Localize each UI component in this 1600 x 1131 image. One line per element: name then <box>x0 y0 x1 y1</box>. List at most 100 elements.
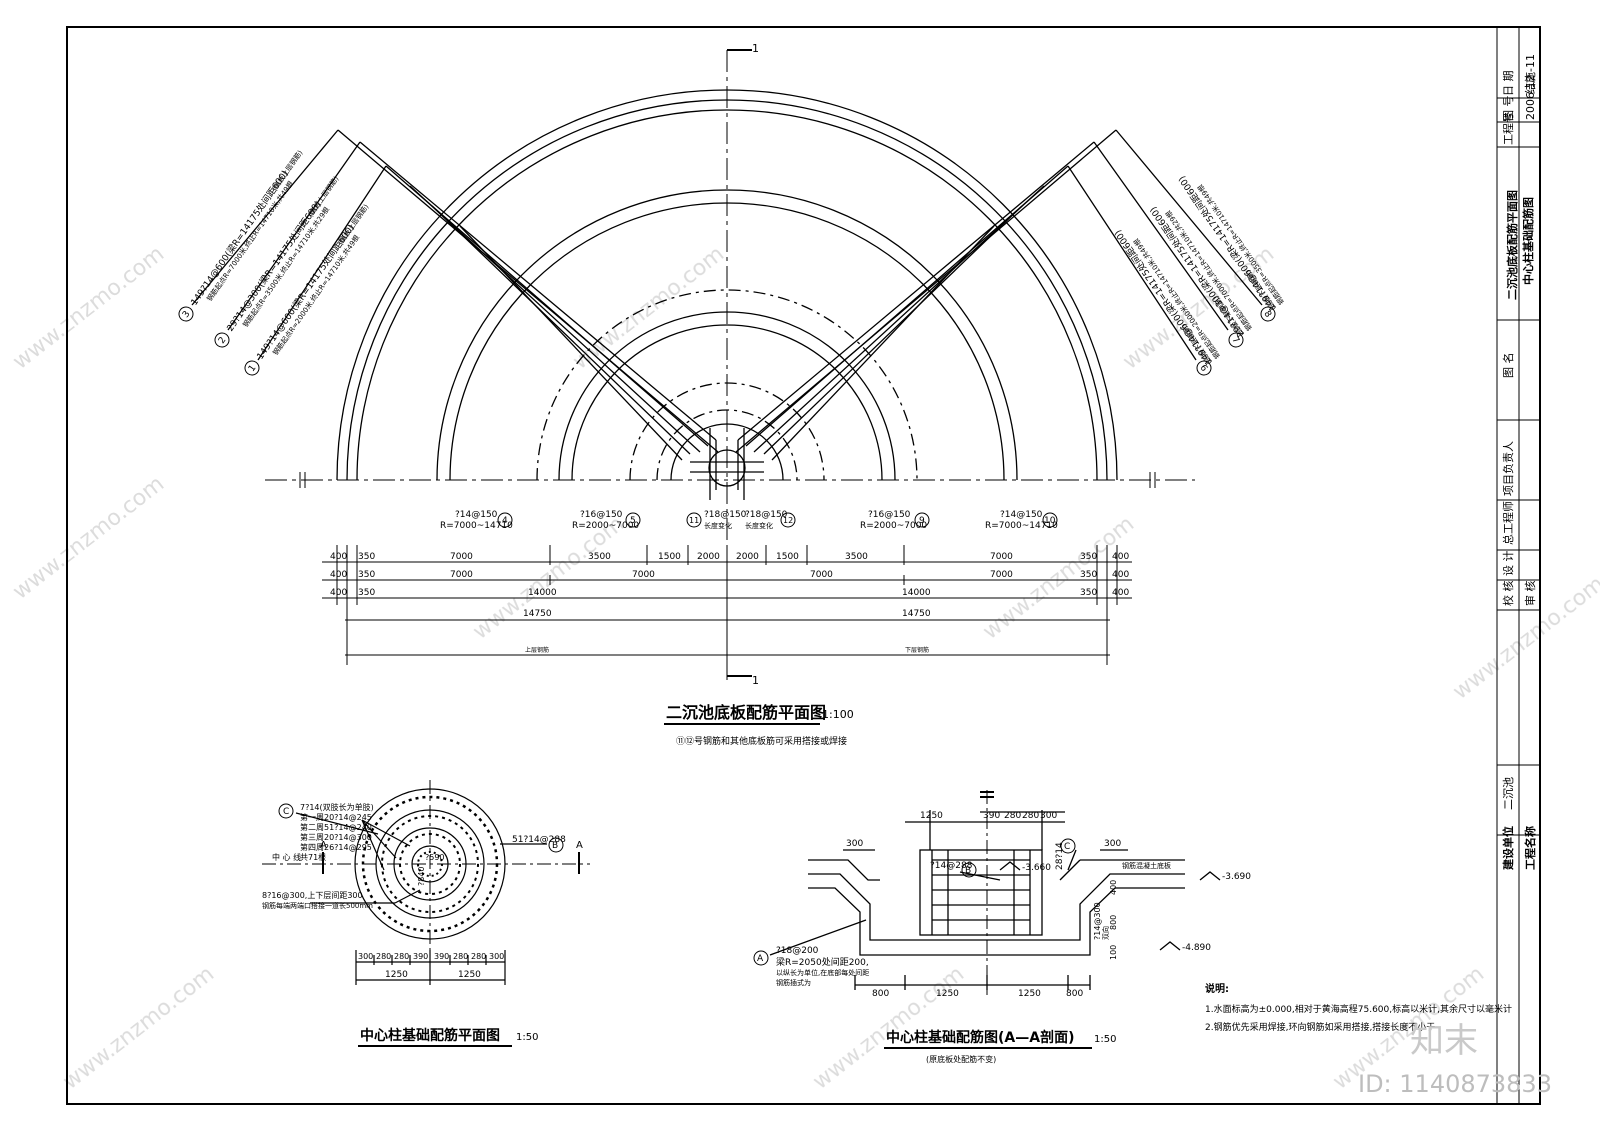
column-plan-text: C 7?14(双肢长为单肢) 第一周20?14@245 第二周51?14@240… <box>262 802 583 980</box>
project-name-value: 二沉池 <box>1502 777 1515 810</box>
svg-text:280: 280 <box>453 952 468 961</box>
svg-text:钢筋混凝土底板: 钢筋混凝土底板 <box>1122 861 1171 870</box>
watermark-text: www.znzmo.com <box>8 241 169 374</box>
title-block <box>1496 27 1540 1104</box>
svg-text:7000: 7000 <box>450 552 473 562</box>
callout-sub: 钢筋起点R=7000米,终止R=14710米,共49根 <box>205 179 295 303</box>
callout-text: 29?14@300(梁R=14175处间距600) <box>224 199 324 334</box>
drawing-no-label: 图 号 <box>1502 96 1515 122</box>
svg-text:400: 400 <box>1112 552 1129 562</box>
ring-label-10: ?14@150 R=7000~14710 10 <box>985 510 1058 531</box>
svg-text:300: 300 <box>489 952 504 961</box>
svg-text:7000: 7000 <box>990 570 1013 580</box>
svg-text:350: 350 <box>1080 570 1097 580</box>
date-label: 日 期 <box>1502 71 1515 97</box>
svg-text:400: 400 <box>1112 588 1129 598</box>
svg-text:350: 350 <box>1080 588 1097 598</box>
svg-text:-3.660: -3.660 <box>1022 863 1051 873</box>
svg-text:300: 300 <box>1040 811 1057 821</box>
c-line: 第四周26?14@295 <box>300 842 372 852</box>
drawing-no-value: 结施-11 <box>1524 54 1537 94</box>
project-no-label: 工程号 <box>1502 112 1515 145</box>
svg-text:1250: 1250 <box>458 970 481 980</box>
svg-text:3500: 3500 <box>845 552 868 562</box>
svg-text:B: B <box>965 866 971 876</box>
ring-label-11: 11 ?18@150 长度变化 <box>686 510 747 530</box>
svg-text:800: 800 <box>872 989 889 999</box>
callout-number: 7 <box>1229 335 1240 345</box>
svg-text:1250: 1250 <box>385 970 408 980</box>
inner-dim: ?590 <box>425 853 445 862</box>
svg-text:?14@300: ?14@300 <box>1093 902 1102 940</box>
watermark-text: www.znzmo.com <box>58 961 219 1094</box>
main-dimensions <box>322 545 1132 665</box>
svg-text:1250: 1250 <box>936 989 959 999</box>
callout-number: 1 <box>247 363 258 373</box>
section-mark-top: 1 <box>752 42 759 55</box>
c-line: 第二周51?14@240 <box>300 822 372 832</box>
project-manager-label: 项目负责人 <box>1501 441 1515 496</box>
svg-text:?18@150: ?18@150 <box>745 510 788 520</box>
svg-text:100: 100 <box>1109 945 1118 960</box>
review-label: 审 核 <box>1523 581 1537 607</box>
svg-text:390: 390 <box>413 952 428 961</box>
column-plan-scale: 1:50 <box>516 1032 538 1043</box>
svg-text:400: 400 <box>330 552 347 562</box>
drawing-name-1: 二沉池底板配筋平面图 <box>1505 190 1519 300</box>
svg-text:R=2000~7000: R=2000~7000 <box>860 521 927 531</box>
svg-text:?14@150: ?14@150 <box>1000 510 1043 520</box>
watermark-text: www.znzmo.com <box>808 961 969 1094</box>
notes-heading: 说明: <box>1205 982 1229 995</box>
column-section-scale: 1:50 <box>1094 1034 1116 1045</box>
svg-text:350: 350 <box>1080 552 1097 562</box>
svg-text:2000: 2000 <box>736 552 759 562</box>
ring-labels: ?14@150 R=7000~14710 4 ?16@150 R=2000~70… <box>440 510 1058 531</box>
svg-text:长度变化: 长度变化 <box>745 521 773 530</box>
date-value: 2006.12 <box>1524 75 1537 121</box>
svg-text:-3.690: -3.690 <box>1222 872 1251 882</box>
column-section <box>769 790 1221 995</box>
svg-text:400: 400 <box>1112 570 1129 580</box>
ring-label-5: ?16@150 R=2000~7000 5 <box>572 510 641 531</box>
watermark-text: www.znzmo.com <box>568 241 729 374</box>
main-plan-note: ⑪⑫号钢筋和其他底板筋可采用搭接或焊接 <box>676 735 847 747</box>
svg-text:C: C <box>1064 842 1070 852</box>
c-line: 7?14(双肢长为单肢) <box>300 802 374 812</box>
svg-text:7000: 7000 <box>990 552 1013 562</box>
watermark-text: www.znzmo.com <box>468 511 629 644</box>
svg-text:400: 400 <box>330 588 347 598</box>
drawing-name-label: 图 名 <box>1501 353 1515 379</box>
note-2: 钢筋每端两端口搭接一道长500mm <box>262 901 373 910</box>
svg-text:3500: 3500 <box>588 552 611 562</box>
svg-text:1500: 1500 <box>658 552 681 562</box>
svg-text:2000: 2000 <box>697 552 720 562</box>
title-block-text: 工程号 图 号 结施-11 日 期 2006.12 二沉池底板配筋平面图 中心柱… <box>1501 54 1537 870</box>
svg-text:350: 350 <box>358 552 375 562</box>
main-plan-title: 二沉池底板配筋平面图 <box>666 703 826 722</box>
svg-text:400: 400 <box>330 570 347 580</box>
svg-text:280: 280 <box>1004 811 1021 821</box>
svg-text:1500: 1500 <box>776 552 799 562</box>
svg-text:双向: 双向 <box>1101 926 1110 940</box>
svg-text:280: 280 <box>394 952 409 961</box>
svg-text:4: 4 <box>502 516 508 526</box>
section-a-left: A <box>320 840 327 851</box>
inner-dim: ?840 <box>417 866 426 886</box>
center-label: 中 心 线 <box>272 852 301 862</box>
svg-text:-4.890: -4.890 <box>1182 943 1211 953</box>
svg-text:以纵长为单位,在底部每处间距: 以纵长为单位,在底部每处间距 <box>776 968 869 977</box>
drawing-name-2: 中心柱基础配筋图 <box>1521 197 1535 285</box>
svg-text:R=2000~7000: R=2000~7000 <box>572 521 639 531</box>
svg-text:5: 5 <box>630 516 636 526</box>
main-plan-scale: 1:100 <box>822 708 854 721</box>
svg-text:?16@150: ?16@150 <box>580 510 623 520</box>
svg-text:A: A <box>757 954 764 964</box>
watermark-logo: 知末 <box>1410 1021 1478 1061</box>
callout-number: 2 <box>217 335 228 345</box>
notes-line-2: 2.钢筋优先采用焊接,环向钢筋如采用搭接,搭接长度不小于 <box>1205 1021 1435 1033</box>
svg-text:下层钢筋: 下层钢筋 <box>905 646 929 654</box>
svg-text:1250: 1250 <box>1018 989 1041 999</box>
callout-number: 8 <box>1261 309 1273 320</box>
svg-text:10: 10 <box>1044 516 1056 526</box>
